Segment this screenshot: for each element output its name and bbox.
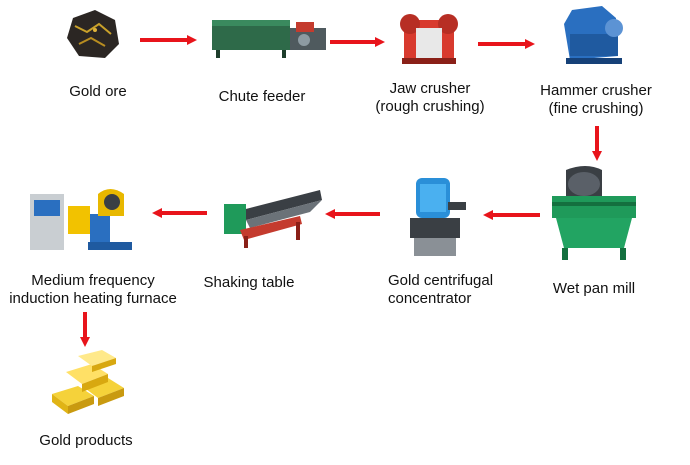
wet-pan-mill-label: Wet pan mill [552,280,636,297]
shaking-table-label: Shaking table [203,274,295,291]
chute-feeder-label: Chute feeder [218,88,306,105]
gold-ore-label: Gold ore [69,83,127,100]
gold-centrifugal-icon [410,178,466,256]
gold-products-label: Gold products [39,432,133,449]
furnace-icon [30,189,132,250]
gold-centrifugal-sub: concentrator [388,290,472,307]
shaking-table-icon [224,190,322,248]
hammer-crusher-icon [564,6,623,64]
jaw-crusher-icon [400,14,458,64]
gold-centrifugal-label: Gold centrifugal concentrator [388,272,508,308]
hammer-crusher-label: Hammer crusher (fine crushing) [534,82,658,118]
hammer-crusher-sub: (fine crushing) [548,100,644,117]
hammer-crusher-title: Hammer crusher [540,82,652,99]
jaw-crusher-label: Jaw crusher (rough crushing) [368,80,492,116]
gold-centrifugal-title: Gold centrifugal [388,272,494,289]
wet-pan-mill-icon [552,166,636,260]
jaw-crusher-sub: (rough crushing) [375,98,485,115]
chute-feeder-icon [212,20,326,58]
furnace-title: Medium frequency [31,272,155,289]
gold-bars-icon [52,350,124,414]
jaw-crusher-title: Jaw crusher [389,80,471,97]
furnace-label: Medium frequency induction heating furna… [8,272,178,308]
furnace-sub: induction heating furnace [9,290,177,307]
gold-ore-icon [67,10,119,58]
